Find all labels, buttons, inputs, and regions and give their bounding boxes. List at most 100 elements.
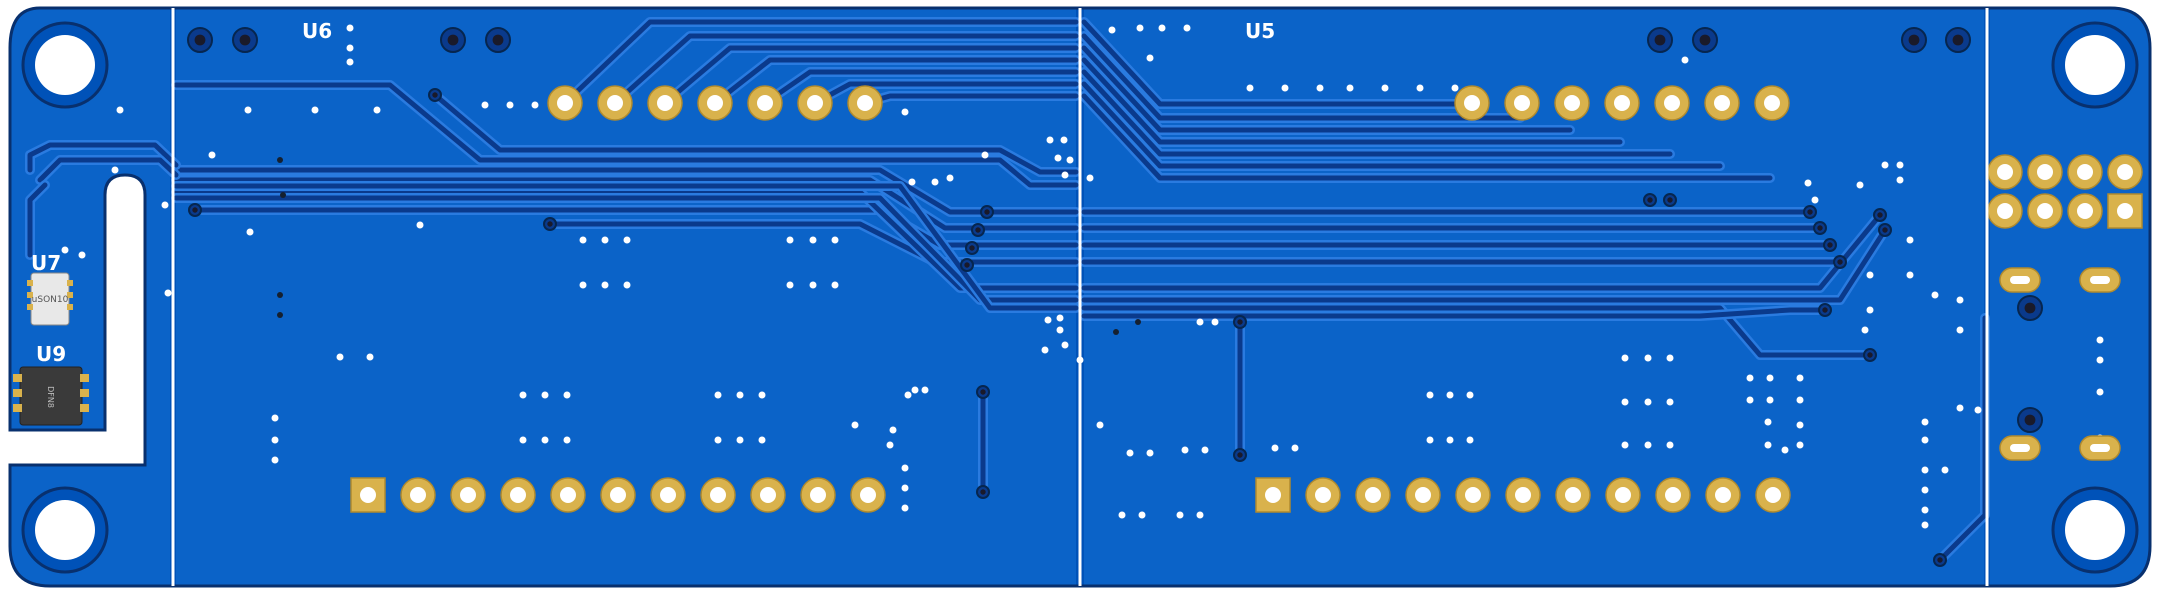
- small-via: [1196, 318, 1204, 326]
- small-via: [541, 436, 549, 444]
- pad-hole: [1315, 487, 1331, 503]
- small-via: [519, 436, 527, 444]
- ic-u7: uSON10: [27, 272, 73, 326]
- small-via: [786, 281, 794, 289]
- pad-hole: [610, 487, 626, 503]
- small-via: [1764, 441, 1772, 449]
- small-via: [1346, 84, 1354, 92]
- copper-pour-right: [1990, 8, 2150, 586]
- small-via: [2096, 356, 2104, 364]
- via-hole: [239, 34, 251, 46]
- small-via: [1644, 398, 1652, 406]
- pad-hole: [2037, 164, 2053, 180]
- small-via: [416, 221, 424, 229]
- small-via: [901, 108, 909, 116]
- small-via: [1781, 446, 1789, 454]
- small-via: [908, 178, 916, 186]
- trace: [562, 19, 1079, 106]
- small-via: [1176, 511, 1184, 519]
- mounting-hole: [2065, 35, 2125, 95]
- small-via: [346, 58, 354, 66]
- pad-hole: [2037, 203, 2053, 219]
- small-via: [904, 391, 912, 399]
- small-via: [1921, 418, 1929, 426]
- ic-u9: DFN8: [13, 366, 89, 426]
- trace: [1081, 305, 1873, 358]
- pad-hole: [560, 487, 576, 503]
- small-via: [1906, 271, 1914, 279]
- trace: [173, 189, 1079, 291]
- small-via: [1746, 374, 1754, 382]
- small-via: [1196, 511, 1204, 519]
- small-via: [1451, 84, 1459, 92]
- label-u5: U5: [1245, 19, 1275, 43]
- small-via: [1956, 404, 1964, 412]
- small-via: [786, 236, 794, 244]
- small-via: [921, 386, 929, 394]
- via-hole: [432, 92, 438, 98]
- small-via: [1921, 466, 1929, 474]
- blind-via: [277, 292, 283, 298]
- small-via: [1956, 296, 1964, 304]
- small-via: [1466, 391, 1474, 399]
- via-hole: [192, 207, 198, 213]
- small-via: [1118, 511, 1126, 519]
- pad-hole: [760, 487, 776, 503]
- small-via: [366, 353, 374, 361]
- small-via: [1211, 318, 1219, 326]
- pad-hole: [1997, 164, 2013, 180]
- small-via: [1126, 449, 1134, 457]
- small-via: [758, 391, 766, 399]
- small-via: [714, 391, 722, 399]
- via-hole: [969, 245, 975, 251]
- ic-u7-pad-l1: [27, 280, 33, 286]
- small-via: [901, 484, 909, 492]
- pad-hole: [1614, 95, 1630, 111]
- small-via: [889, 426, 897, 434]
- pad-hole: [410, 487, 426, 503]
- small-via: [373, 106, 381, 114]
- ic-u7-pad-r1: [67, 280, 73, 286]
- pad-hole: [1665, 487, 1681, 503]
- small-via: [1066, 156, 1074, 164]
- oval-pad-slot: [2090, 444, 2110, 452]
- small-via: [1136, 24, 1144, 32]
- small-via: [244, 106, 252, 114]
- small-via: [1644, 354, 1652, 362]
- trace: [27, 182, 48, 258]
- small-via: [164, 289, 172, 297]
- label-u9: U9: [36, 342, 66, 366]
- via-hole: [1822, 307, 1828, 313]
- pad-hole: [660, 487, 676, 503]
- small-via: [1426, 436, 1434, 444]
- small-via: [1746, 396, 1754, 404]
- trace: [173, 183, 1079, 311]
- pad-hole: [1615, 487, 1631, 503]
- label-u6: U6: [302, 19, 332, 43]
- via-hole: [1827, 242, 1833, 248]
- small-via: [1201, 446, 1209, 454]
- small-via: [1281, 84, 1289, 92]
- trace: [37, 157, 179, 183]
- blind-via: [1113, 329, 1119, 335]
- small-via: [931, 178, 939, 186]
- small-via: [1096, 421, 1104, 429]
- via-hole: [1647, 197, 1653, 203]
- small-via: [2096, 388, 2104, 396]
- pad-hole: [1997, 203, 2013, 219]
- small-via: [1856, 181, 1864, 189]
- small-via: [519, 391, 527, 399]
- pad-hole: [460, 487, 476, 503]
- trace: [762, 69, 1079, 106]
- oval-pad-slot: [2010, 276, 2030, 284]
- via-hole: [1937, 557, 1943, 563]
- via-hole: [1908, 34, 1920, 46]
- trace: [173, 167, 1079, 215]
- via-hole: [1654, 34, 1666, 46]
- small-via: [736, 391, 744, 399]
- mounting-hole: [35, 35, 95, 95]
- small-via: [346, 44, 354, 52]
- trace: [1081, 93, 1773, 181]
- pad-hole: [1514, 95, 1530, 111]
